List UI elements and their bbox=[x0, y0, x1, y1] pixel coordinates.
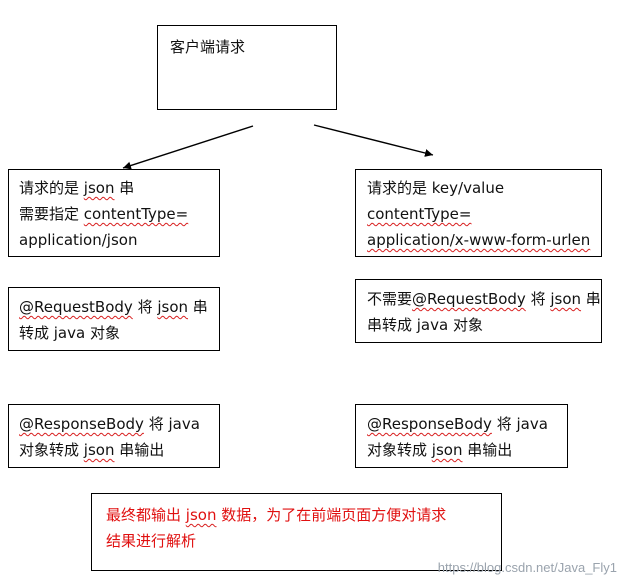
right-response-body-annotation: @ResponseBody bbox=[367, 415, 492, 433]
right-response-body-line-1-suffix: 将 java bbox=[491, 415, 548, 433]
bottom-summary-line-1-suffix: 数据，为了在前端页面方便对请求 bbox=[216, 506, 447, 524]
left-request-line-1-suffix: 串 bbox=[114, 179, 135, 197]
right-response-body-line-2-suffix: 串输出 bbox=[462, 441, 513, 459]
left-response-body-annotation: @ResponseBody bbox=[19, 415, 144, 433]
left-request-line-2-prefix: 需要指定 bbox=[19, 205, 84, 223]
right-request-box: 请求的是 key/value contentType= application/… bbox=[355, 169, 602, 257]
right-response-body-json-text: json bbox=[431, 441, 463, 459]
left-request-body-line-1: @RequestBody 将 json 串 bbox=[19, 294, 209, 320]
right-request-line-2: contentType= bbox=[367, 205, 472, 223]
right-request-body-annotation: @RequestBody bbox=[412, 290, 526, 308]
left-request-line-3: application/json bbox=[19, 231, 138, 249]
left-request-body-suffix: 串 bbox=[188, 298, 208, 316]
left-request-body-json-text: json bbox=[157, 298, 189, 316]
left-request-box: 请求的是 json 串 需要指定 contentType= applicatio… bbox=[8, 169, 220, 257]
left-response-body-line-1: @ResponseBody 将 java bbox=[19, 411, 209, 437]
left-request-content-type-text: contentType= bbox=[83, 205, 189, 223]
left-arrow bbox=[122, 125, 254, 170]
left-request-json-text: json bbox=[83, 179, 115, 197]
right-request-body-line-1: 不需要@RequestBody 将 json 串 bbox=[367, 286, 601, 312]
bottom-summary-line-1-prefix: 最终都输出 bbox=[106, 506, 186, 524]
right-request-body-line-2: 串转成 java 对象 bbox=[367, 316, 483, 334]
bottom-summary-json-text: json bbox=[185, 506, 217, 524]
left-response-body-line-2: 对象转成 json 串输出 bbox=[19, 437, 209, 463]
left-request-line-1: 请求的是 json 串 bbox=[19, 175, 209, 201]
right-response-body-line-2: 对象转成 json 串输出 bbox=[367, 437, 556, 463]
right-request-line-3: application/x-www-form-urlen bbox=[367, 231, 591, 249]
right-arrow bbox=[313, 124, 434, 157]
right-request-body-mid: 将 bbox=[525, 290, 551, 308]
left-response-body-json-text: json bbox=[83, 441, 115, 459]
left-request-body-annotation: @RequestBody bbox=[19, 298, 133, 316]
left-response-body-line-2-suffix: 串输出 bbox=[114, 441, 165, 459]
left-request-line-2: 需要指定 contentType= bbox=[19, 201, 209, 227]
left-request-body-box: @RequestBody 将 json 串 转成 java 对象 bbox=[8, 287, 220, 351]
left-response-body-box: @ResponseBody 将 java 对象转成 json 串输出 bbox=[8, 404, 220, 468]
right-response-body-box: @ResponseBody 将 java 对象转成 json 串输出 bbox=[355, 404, 568, 468]
source-watermark: https://blog.csdn.net/Java_Fly1 bbox=[437, 560, 617, 575]
right-request-line-1: 请求的是 key/value bbox=[367, 179, 505, 197]
right-response-body-line-2-prefix: 对象转成 bbox=[367, 441, 432, 459]
right-request-body-json-text: json bbox=[550, 290, 582, 308]
right-request-body-box: 不需要@RequestBody 将 json 串 串转成 java 对象 bbox=[355, 279, 602, 343]
bottom-summary-line-2: 结果进行解析 bbox=[106, 532, 197, 550]
client-request-label: 客户端请求 bbox=[170, 38, 246, 56]
left-request-line-1-prefix: 请求的是 bbox=[19, 179, 84, 197]
left-request-body-mid: 将 bbox=[132, 298, 158, 316]
bottom-summary-line-1: 最终都输出 json 数据，为了在前端页面方便对请求 bbox=[106, 502, 487, 528]
bottom-summary-box: 最终都输出 json 数据，为了在前端页面方便对请求 结果进行解析 bbox=[91, 493, 502, 571]
left-response-body-line-1-suffix: 将 java bbox=[143, 415, 200, 433]
right-request-body-suffix: 串 bbox=[581, 290, 601, 308]
right-response-body-line-1: @ResponseBody 将 java bbox=[367, 411, 556, 437]
left-response-body-line-2-prefix: 对象转成 bbox=[19, 441, 84, 459]
right-request-body-prefix: 不需要 bbox=[367, 290, 413, 308]
left-request-body-line-2: 转成 java 对象 bbox=[19, 324, 120, 342]
client-request-box: 客户端请求 bbox=[157, 25, 337, 110]
